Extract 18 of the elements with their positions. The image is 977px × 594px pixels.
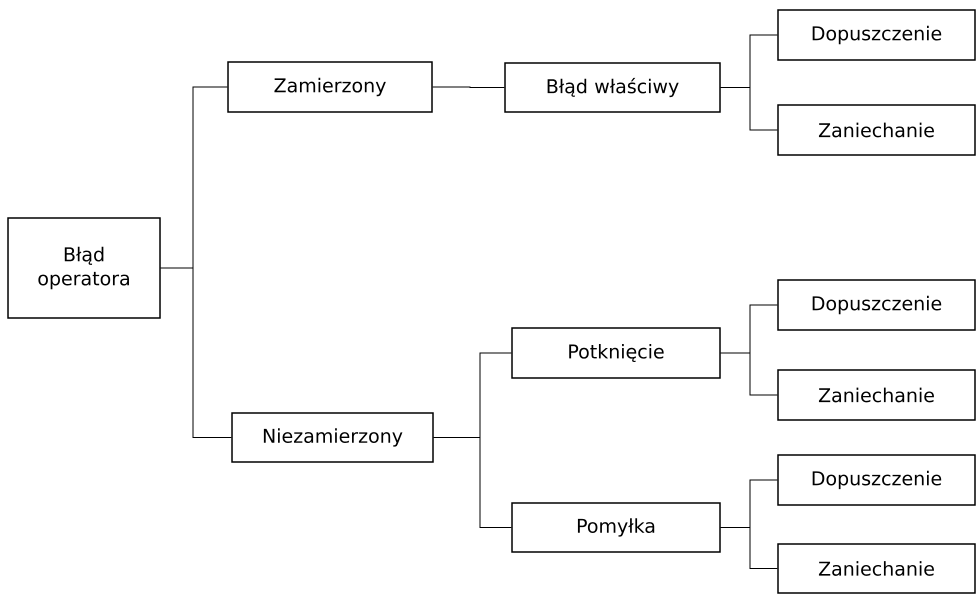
connector-line xyxy=(720,87,778,130)
connector-line xyxy=(720,352,778,396)
connector-line xyxy=(160,268,232,438)
process-box: Dopuszczenie xyxy=(777,454,976,506)
process-box: Dopuszczenie xyxy=(777,279,976,331)
process-box: Pomyłka xyxy=(511,502,721,553)
process-box: Błąd właściwy xyxy=(504,62,721,113)
connector-line xyxy=(433,437,512,528)
process-box: Potknięcie xyxy=(511,327,721,379)
connector-line xyxy=(432,86,505,88)
process-box: Zaniechanie xyxy=(777,543,976,594)
process-box: Dopuszczenie xyxy=(777,9,976,61)
process-box: Błąd operatora xyxy=(7,217,161,319)
connector-line xyxy=(720,527,778,569)
process-box: Zaniechanie xyxy=(777,104,976,156)
process-box: Zaniechanie xyxy=(777,369,976,421)
process-box: Niezamierzony xyxy=(231,412,434,463)
process-box: Zamierzony xyxy=(227,61,433,113)
